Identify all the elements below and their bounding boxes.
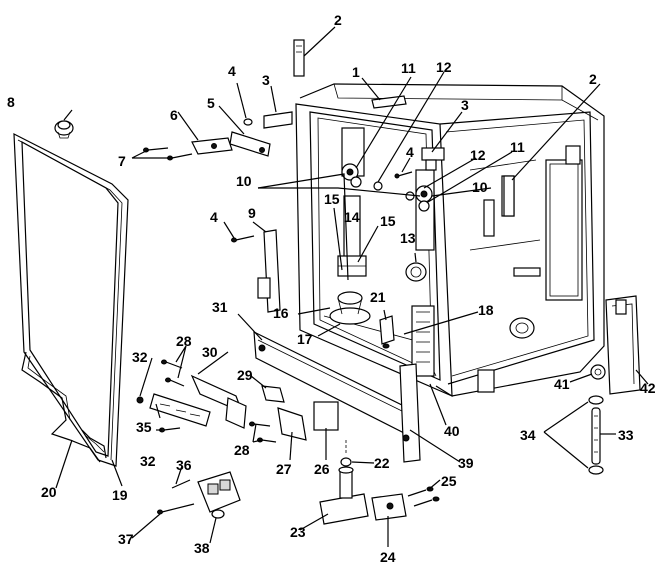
callout-37: 37 (118, 531, 134, 547)
callout-4-mid: 4 (406, 144, 414, 160)
callout-14: 14 (344, 209, 360, 225)
part-13-inlet (405, 262, 427, 282)
callout-19: 19 (112, 487, 128, 503)
part-8-knob (54, 120, 74, 139)
callout-17: 17 (297, 331, 313, 347)
callout-11-right: 11 (510, 139, 525, 155)
part-26-plate (313, 401, 339, 431)
callout-26: 26 (314, 461, 330, 477)
callout-15-right: 15 (380, 213, 396, 229)
callout-34: 34 (520, 427, 536, 443)
part-24-valve-bracket (371, 493, 407, 521)
part-3-right-hinge (421, 147, 445, 171)
part-9-side-bracket (257, 229, 281, 313)
part-4-screw-left (231, 235, 255, 243)
callout-12-right: 12 (470, 147, 486, 163)
callout-3-left: 3 (262, 72, 270, 88)
part-39-toe-panel (253, 330, 421, 463)
callout-12-top: 12 (436, 59, 452, 75)
part-36-pin (171, 479, 191, 489)
part-30-bracket (190, 374, 247, 429)
part-2-top-strike (293, 39, 305, 77)
callout-6: 6 (170, 107, 178, 123)
callout-20: 20 (41, 484, 57, 500)
part-1-top-rail (371, 95, 407, 109)
callout-7: 7 (118, 153, 126, 169)
callout-22: 22 (374, 455, 390, 471)
part-29-clip (261, 385, 285, 403)
callout-5: 5 (207, 95, 215, 111)
part-6-hinge-plate (191, 137, 233, 155)
callout-32-top: 32 (132, 349, 148, 365)
door-gasket-frame (13, 132, 129, 467)
part-27-bracket (277, 407, 307, 441)
callout-36: 36 (176, 457, 192, 473)
callout-1: 1 (352, 64, 360, 80)
part-33-hose (591, 407, 601, 465)
callout-4-left: 4 (210, 209, 218, 225)
part-4-screw-right (394, 171, 413, 179)
callout-21: 21 (370, 289, 386, 305)
part-25-screws (407, 486, 440, 507)
callout-28-bottom: 28 (234, 442, 250, 458)
callout-8: 8 (7, 94, 15, 110)
callout-40: 40 (444, 423, 460, 439)
part-4-screw-left-top (243, 118, 253, 126)
callout-28-top: 28 (176, 333, 192, 349)
callout-33: 33 (618, 427, 634, 443)
callout-13: 13 (400, 230, 416, 246)
callout-29: 29 (237, 367, 253, 383)
part-34-clamps (588, 395, 604, 475)
callout-15-left: 15 (324, 191, 340, 207)
callout-10-right: 10 (472, 179, 488, 195)
part-23-valve (319, 466, 369, 525)
part-42-cover (605, 295, 641, 395)
part-10-11-12-fasteners (341, 163, 433, 212)
callout-10-left: 10 (236, 173, 252, 189)
part-5-hinge-bracket (229, 131, 271, 157)
leader-lines (55, 26, 649, 547)
callout-25: 25 (441, 473, 457, 489)
part-14-spray-arm-tube (337, 195, 367, 277)
part-35-plate (149, 393, 211, 427)
callout-3-right: 3 (461, 97, 469, 113)
part-22-clamp (340, 440, 352, 467)
callout-numbers: 2 1 11 12 2 3 4 12 11 10 10 15 14 15 13 … (7, 12, 656, 565)
callout-35: 35 (136, 419, 152, 435)
callout-2-right: 2 (589, 71, 597, 87)
callout-18: 18 (478, 302, 494, 318)
callout-24: 24 (380, 549, 396, 565)
part-7-screws (143, 147, 193, 161)
callout-27: 27 (276, 461, 292, 477)
part-3-left-hinge (263, 111, 293, 129)
callout-11-top: 11 (401, 60, 416, 76)
callout-39: 39 (458, 455, 474, 471)
callout-4-top: 4 (228, 63, 236, 79)
part-32-screws (136, 396, 181, 433)
callout-31: 31 (212, 299, 228, 315)
part-21-bracket (379, 315, 395, 349)
callout-9: 9 (248, 205, 256, 221)
part-37-screw (157, 503, 195, 515)
part-2-right-strike (503, 175, 515, 217)
callout-30: 30 (202, 344, 218, 360)
callout-32-bottom: 32 (140, 453, 156, 469)
callout-41: 41 (554, 376, 570, 392)
part-38-latch (197, 471, 241, 519)
part-41-grommet (590, 364, 606, 380)
callout-2-top: 2 (334, 12, 342, 28)
callout-38: 38 (194, 540, 210, 556)
callout-42: 42 (640, 380, 656, 396)
part-16-sump (329, 291, 371, 325)
callout-23: 23 (290, 524, 306, 540)
callout-16: 16 (273, 305, 289, 321)
